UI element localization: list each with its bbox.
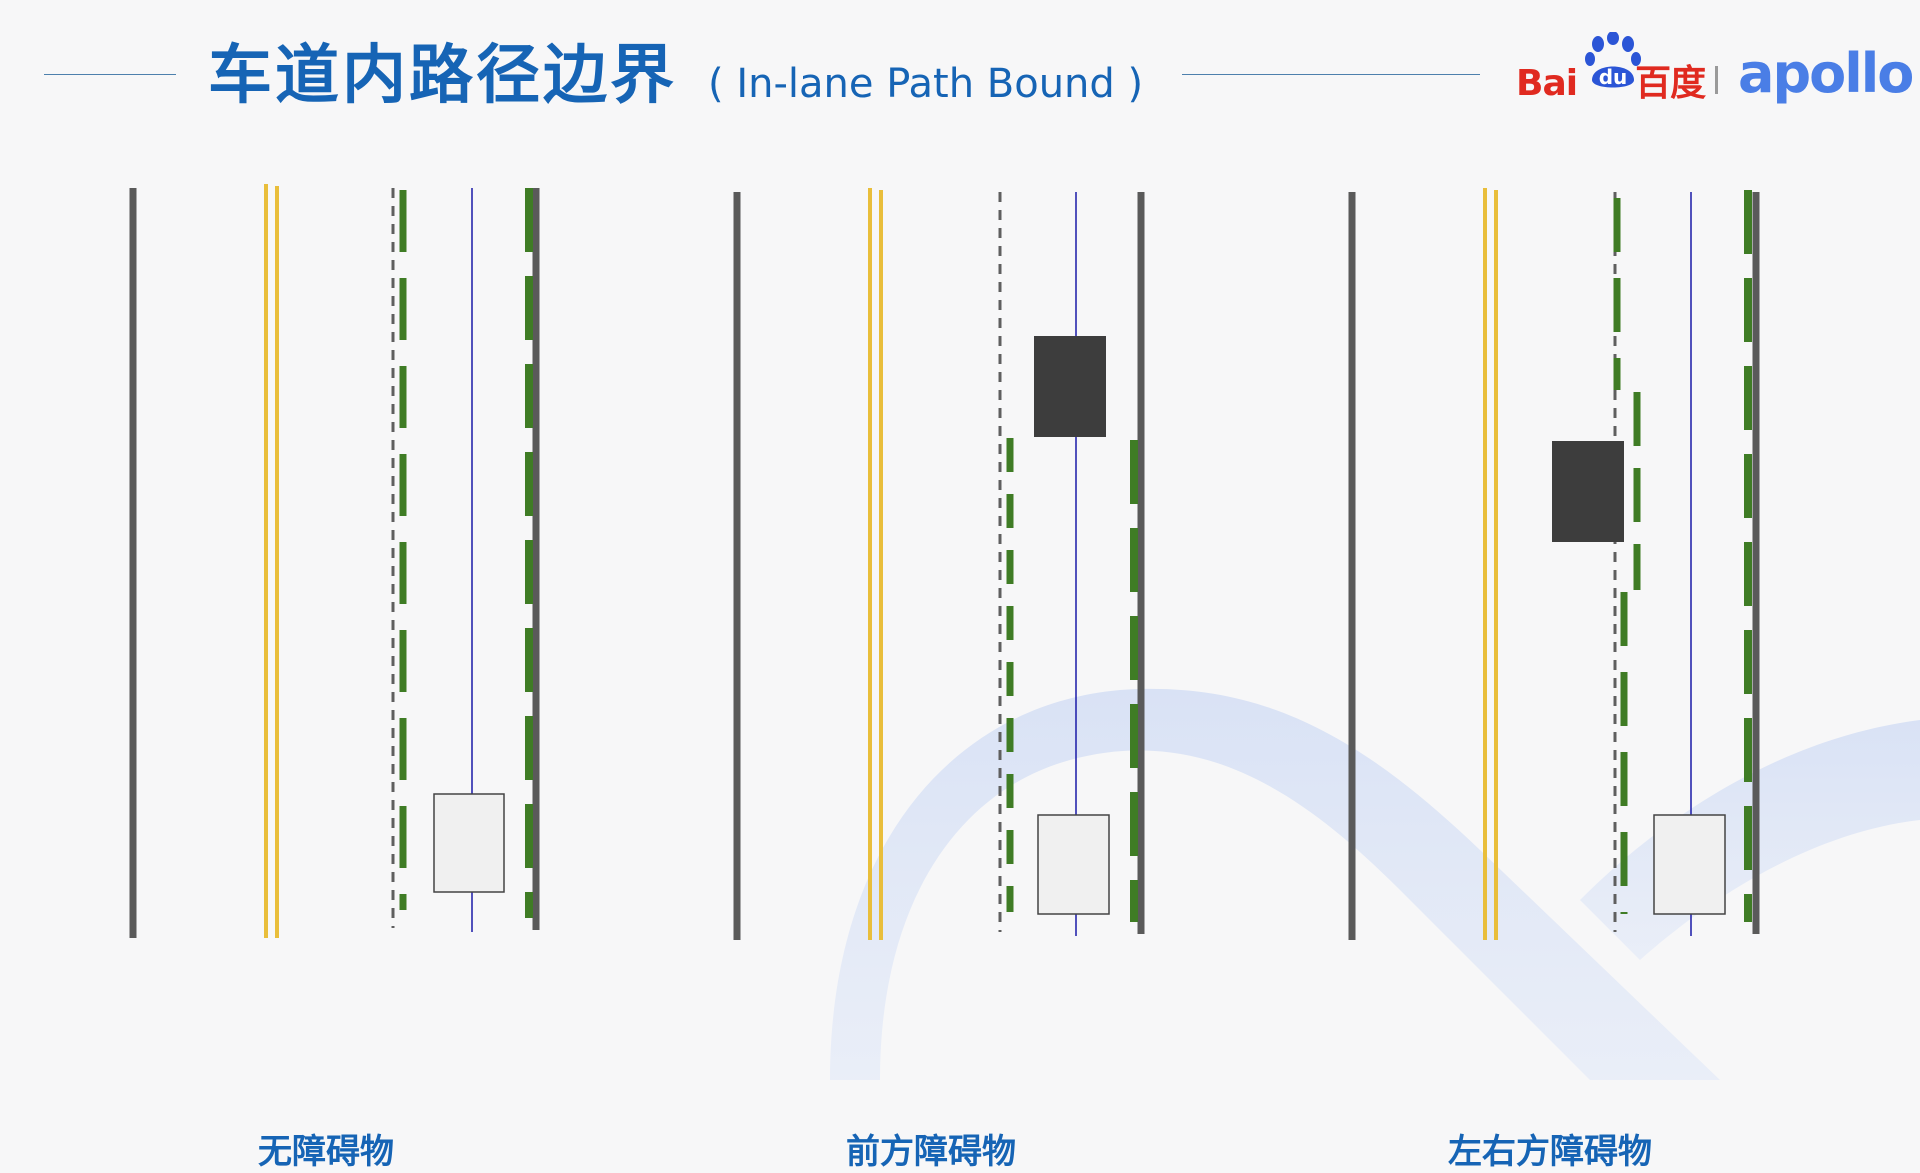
page-title: 车道内路径边界 [208,39,677,113]
header-rule-left [44,74,176,75]
page-subtitle: ( In-lane Path Bound ) [708,61,1144,107]
ego-vehicle [433,793,505,893]
logo-divider [1715,66,1718,94]
baidu-paw-label: du [1599,65,1628,89]
baidu-paw-icon: du [1585,32,1641,89]
lane-diagram-front-obstacle [733,188,1145,940]
panel-front-obstacle: 前方障碍物 [700,170,1300,1172]
header-rule-right [1182,74,1480,75]
obstacle-vehicle [1552,441,1624,542]
panel-side-obstacle: 左右方障碍物 [1300,170,1900,1172]
caption-no-obstacle: 无障碍物 [258,1132,394,1172]
ego-vehicle [1653,814,1726,915]
caption-side-obstacle: 左右方障碍物 [1448,1132,1652,1172]
panel-no-obstacle: 无障碍物 [100,170,700,1172]
caption-front-obstacle: 前方障碍物 [846,1132,1016,1172]
obstacle-vehicle [1034,336,1106,437]
ego-vehicle [1037,814,1110,915]
apollo-logo-text: apollo [1738,42,1914,105]
lane-diagram-side-obstacle [1348,188,1760,940]
lane-diagram-no-obstacle [129,184,540,938]
